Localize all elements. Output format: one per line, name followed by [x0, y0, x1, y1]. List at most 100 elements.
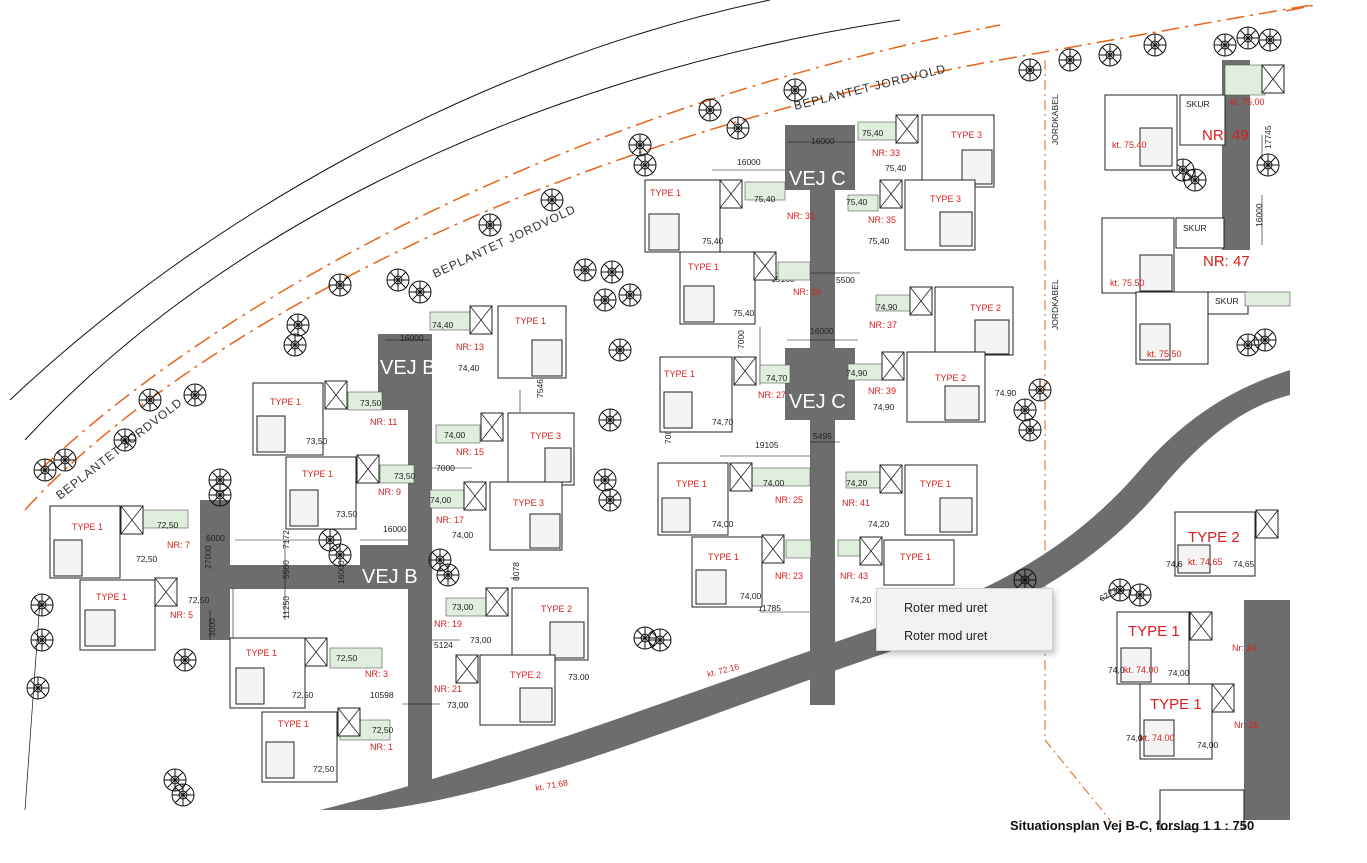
lot-number-label: NR: 41	[842, 498, 870, 508]
house-lot-11[interactable]: TYPE 1 NR: 11 73,50 73,50	[252, 380, 397, 456]
rotate-counterclockwise-menu-item[interactable]: Roter mod uret	[904, 629, 988, 643]
house-lot-13[interactable]: TYPE 1 NR: 13 74,40 74,40	[429, 305, 567, 379]
dimension-label: 11250	[281, 596, 291, 619]
house-type-label: TYPE 1	[650, 188, 681, 198]
house-lot-21[interactable]: TYPE 2 NR: 21 73,00	[434, 654, 556, 726]
road-level-label: kt. 71.68	[535, 777, 569, 793]
dimension-label: 16000	[811, 136, 835, 146]
level-label: kt. 75.50	[1147, 349, 1182, 359]
house-east-type2[interactable]: TYPE 2 kt. 74.65 74,6 74,65	[1166, 509, 1279, 577]
dimension-label: 16000	[400, 333, 424, 343]
house-type-label: TYPE 1	[302, 469, 333, 479]
floor-level-label: 74,00	[712, 519, 734, 529]
house-lot-41[interactable]: TYPE 1 NR: 41 74,20 74,20	[842, 464, 978, 536]
dimension-label: 17745	[1263, 125, 1273, 149]
floor-level-label: 74,00	[444, 430, 466, 440]
house-lot-33[interactable]: TYPE 3 NR: 33 75,40 75,40	[857, 114, 995, 188]
floor-level-label: 75,40	[702, 236, 724, 246]
house-lot-39[interactable]: TYPE 2 NR: 39 74,90 74,90	[846, 351, 986, 423]
lot-number-label: NR: 25	[775, 495, 803, 505]
floor-level-label: 72,50	[136, 554, 158, 564]
dimension-label: 10598	[370, 690, 394, 700]
road-name-label: VEJ B	[380, 357, 436, 379]
house-lot-43[interactable]: TYPE 1 NR: 43 74,20	[837, 536, 955, 605]
floor-level-label: 74,90	[876, 302, 898, 312]
house-lot-49[interactable]: SKUR kt. 75.00 kt. 75.40 NR: 49	[1104, 64, 1285, 171]
floor-level-label: 72,50	[157, 520, 179, 530]
dimension-label: 7000	[663, 425, 673, 444]
house-lot-45[interactable]: SKUR kt. 75.50	[1135, 291, 1291, 365]
house-lot-25[interactable]: TYPE 1 NR: 25 74,00 74,00	[657, 462, 811, 536]
house-lot-3[interactable]: TYPE 1 NR: 3 72,50 72,50	[229, 637, 388, 709]
house-east-partial[interactable]	[1159, 789, 1245, 830]
lot-number-label: NR: 37	[869, 320, 897, 330]
floor-level-label: 74,00	[430, 495, 452, 505]
floor-level-label: 74,20	[868, 519, 890, 529]
shed-label: SKUR	[1183, 223, 1207, 233]
house-lot-15[interactable]: TYPE 3 NR: 15 74,00	[435, 412, 575, 486]
house-lot-5[interactable]: TYPE 1 NR: 5 72,50	[79, 577, 210, 651]
house-lot-31[interactable]: TYPE 1 NR: 31 75,40 75,40	[644, 179, 815, 253]
floor-level-label: 75,40	[846, 197, 868, 207]
floor-level-label: 75,40	[733, 308, 755, 318]
house-type-label: TYPE 3	[530, 431, 561, 441]
dimension-label: 16000	[336, 560, 346, 584]
floor-level-label: 74,00	[1197, 740, 1219, 750]
floor-level-label: 73,50	[394, 471, 416, 481]
berm-label: BEPLANTET JORDVOLD	[792, 61, 947, 112]
dimension-label: 7000	[436, 463, 455, 473]
floor-level-label: 74,6	[1166, 559, 1183, 569]
floor-level-label: 72,50	[188, 595, 210, 605]
lot-number-label: NR: 21	[434, 684, 462, 694]
house-type-label: TYPE 3	[513, 498, 544, 508]
house-east-nr26[interactable]: TYPE 1 Nr: 26 kt. 74.00 74,0 74,00	[1126, 683, 1259, 760]
house-type-label: TYPE 2	[541, 604, 572, 614]
lot-number-label: Nr: 24	[1232, 643, 1257, 653]
floor-level-label: 72,50	[313, 764, 335, 774]
house-type-label: TYPE 1	[72, 522, 103, 532]
site-plan-drawing[interactable]: BEPLANTET JORDVOLD BEPLANTET JORDVOLD BE…	[0, 0, 1367, 830]
floor-level-label: 73,50	[306, 436, 328, 446]
house-lot-23[interactable]: TYPE 1 NR: 23 74,00	[691, 534, 812, 608]
house-lot-37[interactable]: TYPE 2 NR: 37 74,90	[869, 286, 1014, 356]
lot-number-label: NR: 17	[436, 515, 464, 525]
house-lot-19[interactable]: TYPE 2 NR: 19 73,00 73,00	[434, 587, 589, 661]
dimension-label: 3000	[207, 618, 217, 637]
floor-level-label: 75,40	[868, 236, 890, 246]
house-lot-7[interactable]: TYPE 1 NR: 7 72,50 72,50	[49, 505, 190, 579]
dimension-label: 16000	[1254, 203, 1264, 227]
house-lot-17[interactable]: TYPE 3 NR: 17 74,00 74,00	[429, 481, 563, 551]
house-lot-47[interactable]: SKUR NR: 47 kt. 75.50	[1101, 217, 1250, 294]
floor-level-label: 73,00	[470, 635, 492, 645]
house-east-nr24[interactable]: TYPE 1 Nr: 24 kt. 74.00 74,0 74,00	[1108, 611, 1257, 685]
dimension-label: 5500	[281, 560, 291, 579]
house-type-label: TYPE 1	[676, 479, 707, 489]
lot-number-label: NR: 39	[868, 386, 896, 396]
house-type-label: TYPE 2	[970, 303, 1001, 313]
cable-line	[1044, 60, 1111, 821]
floor-level-label: 73,50	[336, 509, 358, 519]
house-lot-9[interactable]: TYPE 1 NR: 9 73,50 73,50	[285, 454, 416, 530]
cable-label: JORDKABEL	[1050, 94, 1060, 145]
lot-number-label: NR: 1	[370, 742, 393, 752]
floor-level-label: 74,00	[452, 530, 474, 540]
dimension-label: 5500	[836, 275, 855, 285]
berm-line	[24, 4, 1315, 511]
floor-level-label: 74,00	[763, 478, 785, 488]
house-lot-27[interactable]: TYPE 1 NR: 27 74,70 74,70	[659, 356, 791, 433]
dimension-label: 7000	[736, 330, 746, 349]
road-name-label: VEJ C	[789, 391, 846, 413]
house-type-label: TYPE 2	[1188, 529, 1240, 546]
house-type-label: TYPE 1	[664, 369, 695, 379]
lot-number-label: NR: 23	[775, 571, 803, 581]
lot-number-label: NR: 3	[365, 669, 388, 679]
floor-level-label: 73,00	[447, 700, 469, 710]
house-lot-35[interactable]: TYPE 3 NR: 35 75,40 75,40	[846, 179, 976, 251]
house-lot-1[interactable]: TYPE 1 NR: 1 72,50 72,50	[261, 707, 394, 783]
lot-number-label: NR: 29	[793, 287, 821, 297]
rotate-clockwise-menu-item[interactable]: Roter med uret	[904, 601, 988, 615]
floor-level-label: 74,20	[850, 595, 872, 605]
floor-level-label: 74,90	[873, 402, 895, 412]
house-lot-29[interactable]: TYPE 1 NR: 29 75,40	[679, 251, 821, 325]
dimension-label: 8078	[511, 562, 521, 581]
